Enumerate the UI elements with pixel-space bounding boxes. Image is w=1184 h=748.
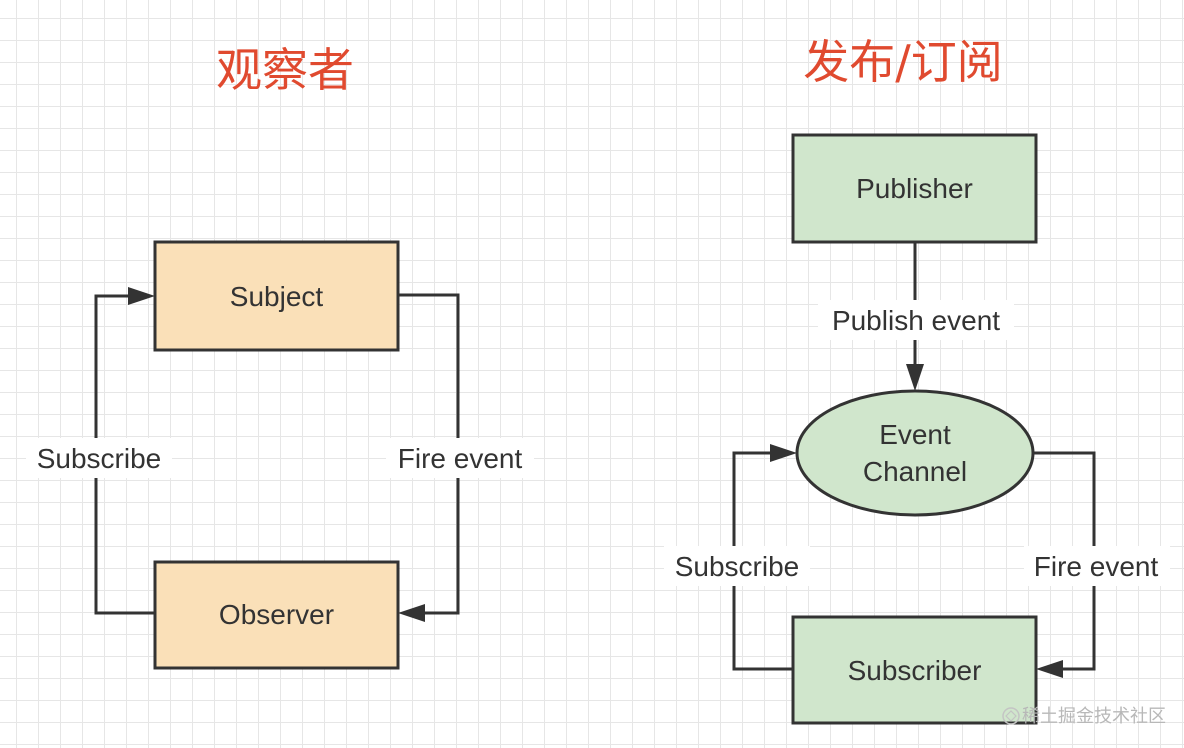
pubsub-subscribe-edge-label: Subscribe [675, 551, 800, 582]
event-channel-label-line2: Channel [863, 456, 967, 487]
publisher-label: Publisher [856, 173, 973, 204]
subscribe-label-bg [26, 438, 172, 478]
pubsub-subscribe-connector: Subscribe [664, 444, 810, 671]
subscriber-box [791, 615, 1038, 725]
subscribe-connector: Subscribe [26, 287, 172, 615]
publish-event-label-bg [818, 300, 1014, 340]
observer-box [153, 560, 400, 670]
event-channel-label-line1: Event [879, 419, 951, 450]
fire-event-label-bg [386, 438, 534, 478]
publish-event-edge-label: Publish event [832, 305, 1000, 336]
subject-box [153, 240, 400, 352]
observer-node: Observer [153, 560, 400, 670]
observer-pattern-title: 观察者 [216, 43, 354, 97]
subscribe-edge-label: Subscribe [37, 443, 162, 474]
subject-node: Subject [153, 240, 400, 352]
pubsub-fire-event-label-bg [1024, 546, 1170, 586]
event-channel-node: Event Channel [795, 389, 1035, 517]
subscriber-label: Subscriber [848, 655, 982, 686]
event-channel-ellipse [795, 389, 1035, 517]
pubsub-fire-event-arrowhead [1036, 660, 1063, 678]
fire-event-edge-label: Fire event [398, 443, 523, 474]
observer-pattern-diagram: 观察者 Subject Observer Subscribe Fire even… [26, 43, 534, 670]
publish-event-arrowhead [906, 364, 924, 391]
pubsub-pattern-diagram: 发布/订阅 Publisher Publish event Event Chan… [664, 35, 1170, 725]
observer-label: Observer [219, 599, 334, 630]
pubsub-subscribe-arrowhead [770, 444, 797, 462]
juejin-logo-icon [1002, 707, 1020, 725]
fire-event-connector: Fire event [386, 293, 534, 622]
publisher-box [791, 133, 1038, 244]
subscriber-node: Subscriber [791, 615, 1038, 725]
watermark: 稀土掘金技术社区 [1002, 706, 1166, 727]
publish-event-connector: Publish event [818, 242, 1014, 391]
pubsub-subscribe-label-bg [664, 546, 810, 586]
pubsub-fire-event-connector: Fire event [1024, 451, 1170, 678]
watermark-text: 稀土掘金技术社区 [1022, 706, 1166, 727]
subject-label: Subject [230, 281, 324, 312]
fire-event-arrowhead [398, 604, 425, 622]
pubsub-pattern-title: 发布/订阅 [803, 35, 1003, 89]
subscribe-arrowhead [128, 287, 155, 305]
pubsub-fire-event-edge-label: Fire event [1034, 551, 1159, 582]
publisher-node: Publisher [791, 133, 1038, 244]
